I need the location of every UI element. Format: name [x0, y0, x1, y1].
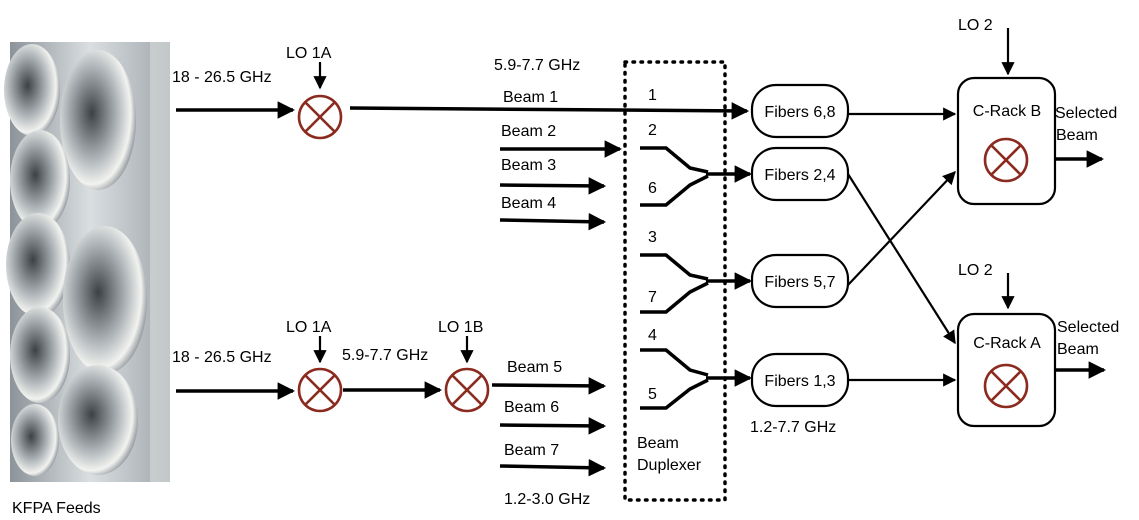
kfpa-feeds-caption: KFPA Feeds — [12, 500, 101, 517]
beam-6-label: Beam 6 — [504, 399, 559, 416]
kfpa-feeds-image — [4, 42, 170, 482]
upper-input-band-label: 18 - 26.5 GHz — [172, 69, 272, 86]
lower-lo-1b-label: LO 1B — [438, 319, 483, 336]
duplexer-combiner-2-upper — [640, 146, 709, 174]
beam-1-arrow — [349, 102, 750, 120]
c-rack-a-label: C-Rack A — [973, 335, 1041, 352]
lower-input-band-label: 18 - 26.5 GHz — [172, 349, 272, 366]
upper-mixer-1a-icon — [297, 94, 343, 140]
rack-a-output-line1: Selected — [1057, 319, 1119, 336]
duplexer-combiner-3-upper — [640, 253, 709, 281]
rack-b-mixer-icon — [983, 137, 1029, 183]
rack-a-lo-label: LO 2 — [958, 262, 993, 279]
beam-7-label: Beam 7 — [504, 442, 559, 459]
duplexer-combiner-5-lower — [640, 378, 709, 410]
c-rack-b-label: C-Rack B — [973, 103, 1041, 120]
beam-1-label: Beam 1 — [503, 89, 558, 106]
rack-b-output-line2: Beam — [1056, 127, 1098, 144]
beam-5-label: Beam 5 — [507, 359, 562, 376]
beam-7-arrow — [499, 458, 607, 477]
duplexer-combiner-6-lower — [640, 174, 709, 207]
fibers-5-7-box — [750, 253, 850, 309]
fibers-5-7-label: Fibers 5,7 — [764, 274, 835, 291]
beam-3-arrow — [499, 177, 607, 195]
duplexer-port-6: 6 — [648, 180, 657, 197]
duplexer-combiner-7-lower — [640, 281, 709, 314]
duplexer-port-7: 7 — [648, 289, 657, 306]
duplexer-port-5: 5 — [648, 386, 657, 403]
rack-b-output-line1: Selected — [1055, 105, 1117, 122]
upper-lo-1a-label: LO 1A — [286, 45, 332, 62]
duplexer-port-2: 2 — [648, 122, 657, 139]
duplexer-combiner-4-upper — [640, 348, 709, 377]
fibers-6-8-label: Fibers 6,8 — [764, 104, 835, 121]
rack-a-mixer-icon — [983, 363, 1029, 409]
rack-a-output-line2: Beam — [1057, 341, 1099, 358]
fibers-57-to-rack-b-arrow — [847, 171, 956, 286]
duplexer-port-1: 1 — [648, 87, 657, 104]
beam-5-arrow — [491, 377, 607, 395]
beam-2-label: Beam 2 — [501, 123, 556, 140]
beam-4-label: Beam 4 — [501, 195, 556, 212]
fibers-band-label: 1.2-7.7 GHz — [750, 419, 836, 436]
rack-b-lo-label: LO 2 — [958, 17, 993, 34]
fibers-6-8-box — [750, 83, 850, 139]
fibers-1-3-label: Fibers 1,3 — [764, 373, 835, 390]
beam-6-arrow — [499, 417, 607, 435]
fibers-2-4-label: Fibers 2,4 — [764, 167, 835, 184]
lower-mixer-1b-icon — [444, 367, 490, 413]
lower-low-band-label: 1.2-3.0 GHz — [504, 491, 590, 508]
lower-if-band-label: 5.9-7.7 GHz — [342, 347, 428, 364]
lower-mixer-1a-icon — [297, 367, 343, 413]
duplexer-label-line2: Duplexer — [637, 457, 702, 474]
duplexer-label-line1: Beam — [637, 435, 679, 452]
fibers-24-to-rack-a-arrow — [847, 173, 956, 345]
lower-lo-1a-label: LO 1A — [286, 319, 332, 336]
beam-3-label: Beam 3 — [501, 157, 556, 174]
beam-4-arrow — [499, 212, 607, 231]
duplexer-port-4: 4 — [648, 327, 657, 344]
duplexer-port-3: 3 — [648, 229, 657, 246]
upper-if-band-label: 5.9-7.7 GHz — [494, 57, 580, 74]
